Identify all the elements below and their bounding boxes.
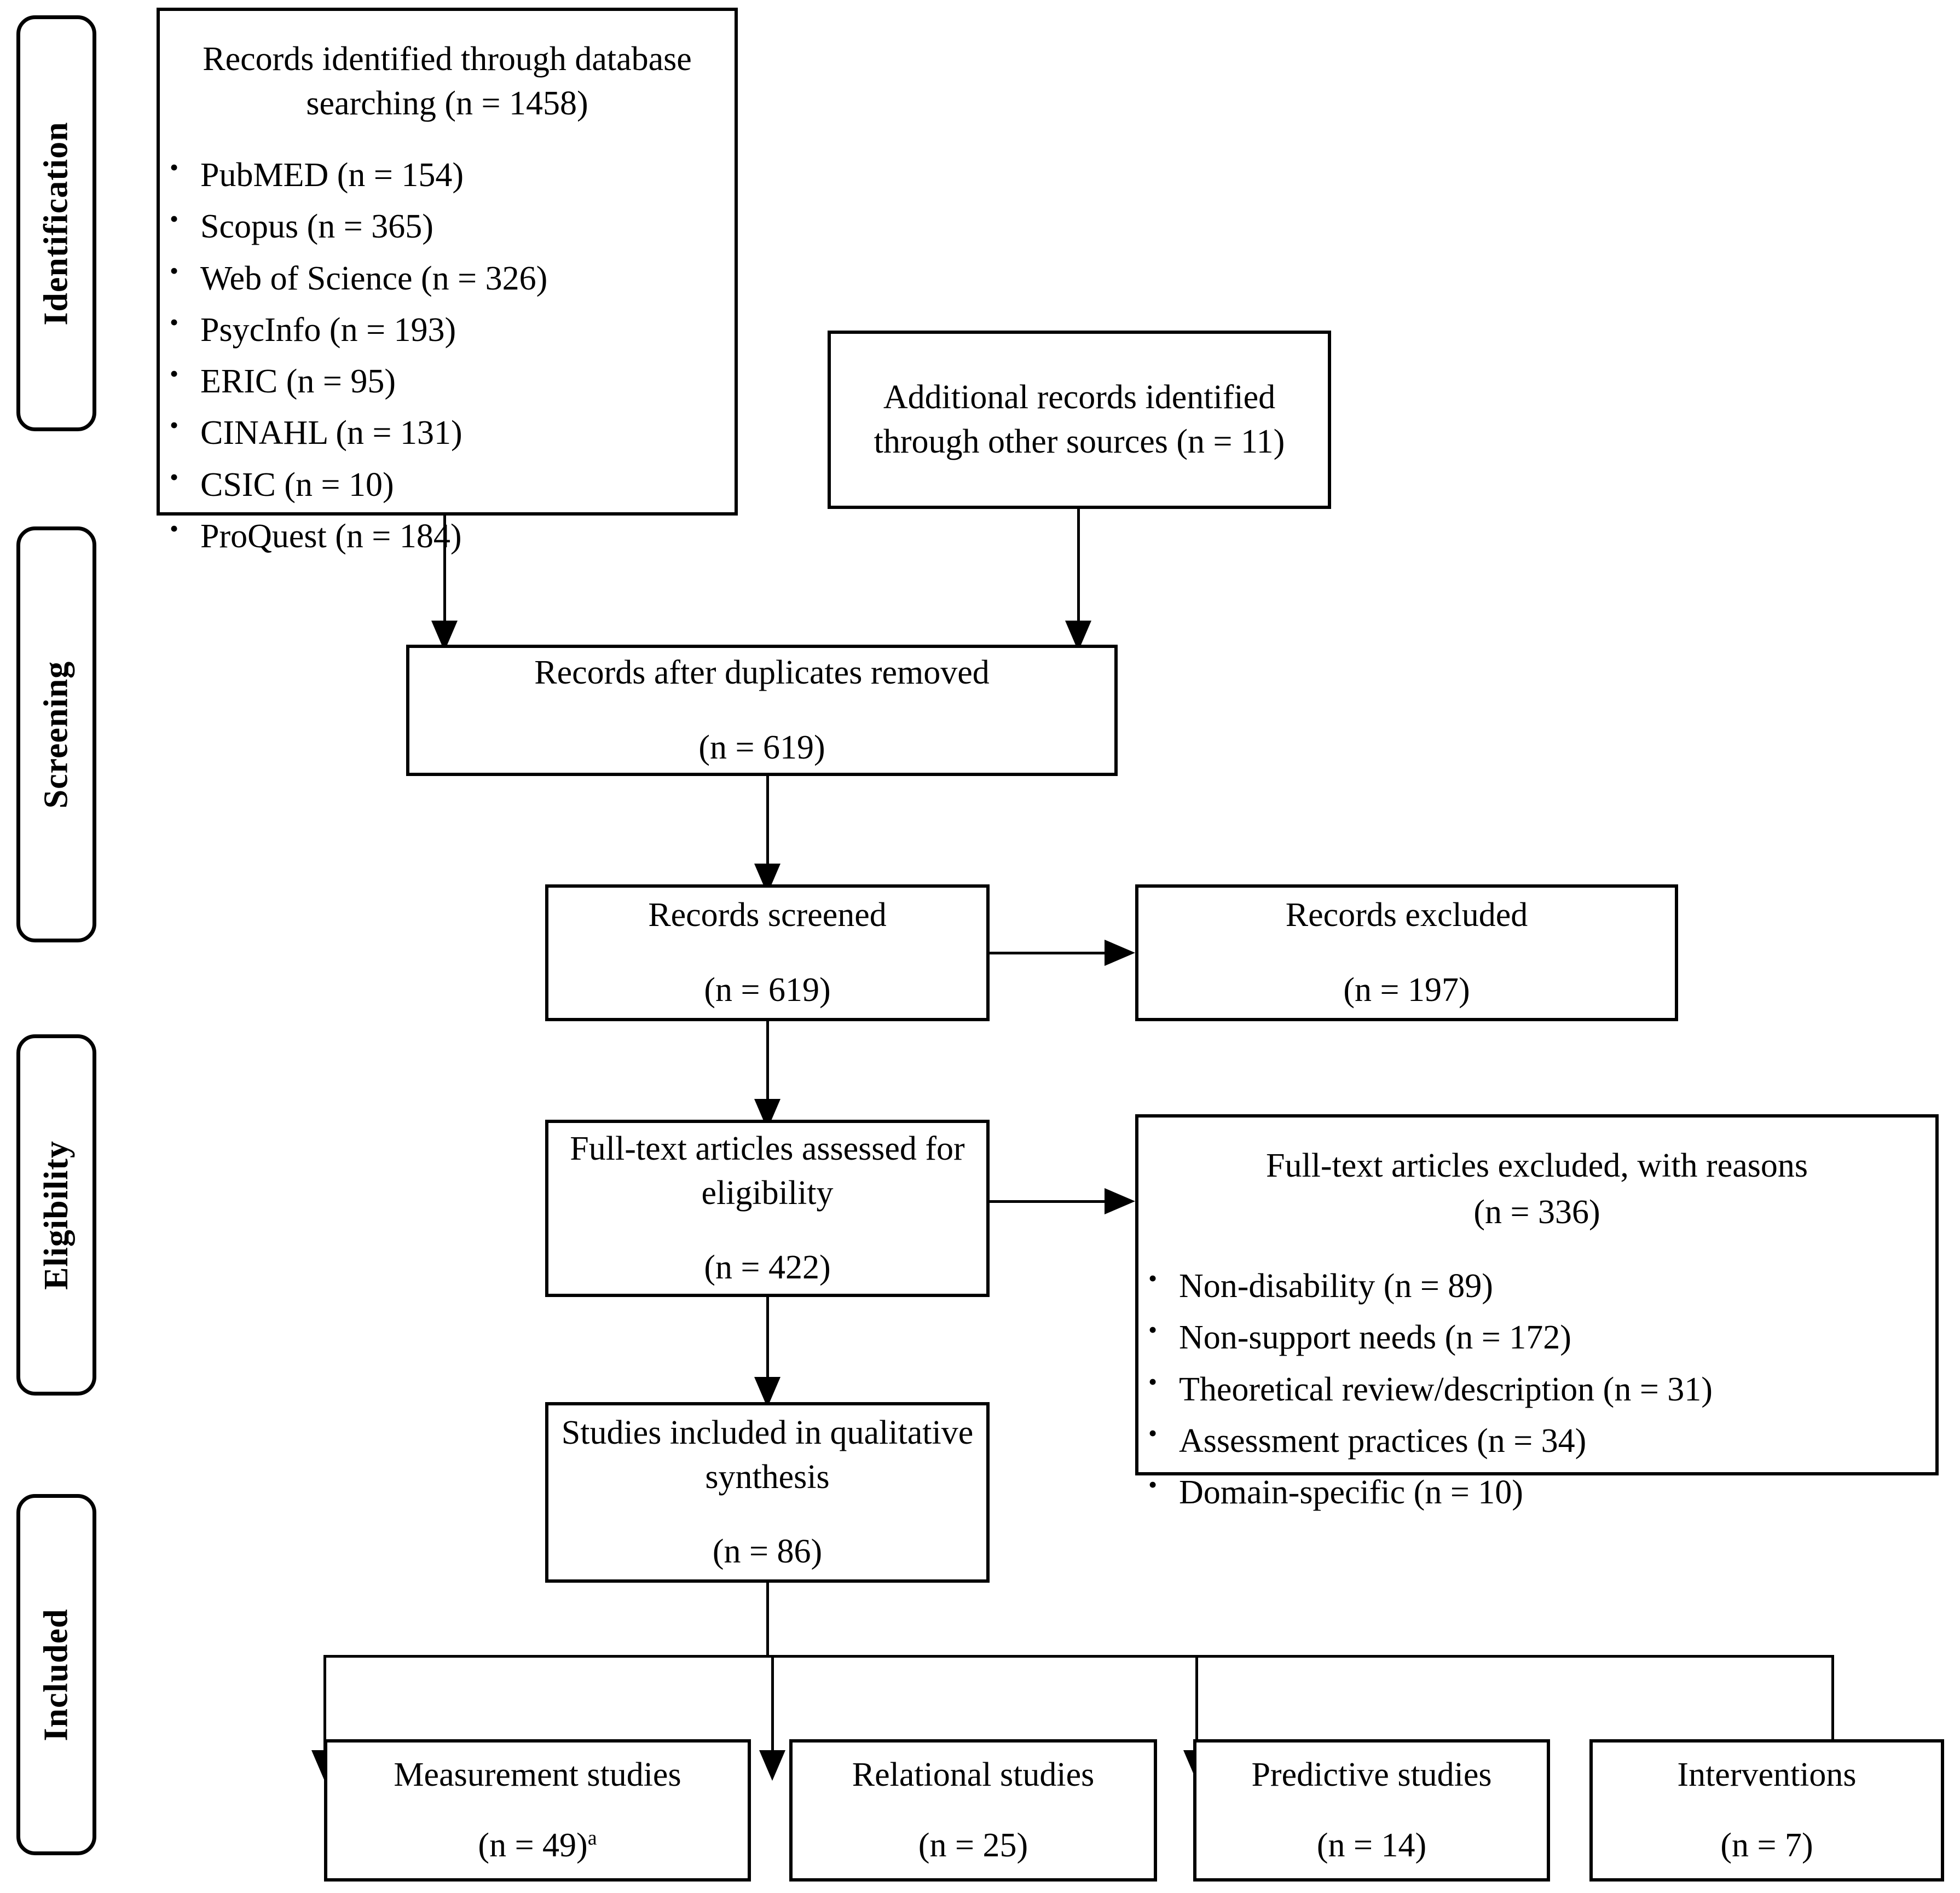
list-item: Theoretical review/description (n = 31) [1138, 1363, 1935, 1415]
list-item: Web of Science (n = 326) [160, 252, 735, 304]
list-item: Assessment practices (n = 34) [1138, 1414, 1935, 1467]
box-records-identified-database: Records identified through database sear… [157, 8, 738, 555]
list-item: ERIC (n = 95) [160, 355, 735, 407]
connector-included-trunk [766, 1583, 769, 1656]
stage-label-identification: Identification [37, 121, 75, 326]
stage-label-eligibility: Eligibility [37, 1140, 75, 1290]
box-count-interventions: (n = 7) [1720, 1827, 1813, 1864]
connector-fulltext-to-included [766, 1297, 769, 1381]
box-additional-records-other-sources: Additional records identified through ot… [828, 331, 1331, 509]
box-fulltext-assessed: Full-text articles assessed for eligibil… [545, 1120, 990, 1297]
arrowhead-fulltext-to-excluded [1105, 1188, 1135, 1214]
box-fulltext-excluded-reasons: Full-text articles excluded, with reason… [1135, 1114, 1939, 1511]
stage-label-screening: Screening [37, 661, 75, 808]
measurement-count-value: (n = 49) [478, 1827, 588, 1864]
list-item: Non-support needs (n = 172) [1138, 1311, 1935, 1363]
connector-branch-measurement [323, 1655, 326, 1755]
connector-fulltext-to-excluded [990, 1200, 1108, 1203]
connector-branch-interventions [1831, 1655, 1834, 1755]
list-item: PubMED (n = 154) [160, 148, 735, 201]
box-title-database-search: Records identified through database sear… [203, 40, 692, 122]
box-interventions: Interventions (n = 7) [1589, 1739, 1944, 1882]
stage-tab-included: Included [16, 1494, 96, 1855]
box-title-studies-included: Studies included in qualitative synthesi… [561, 1414, 974, 1496]
box-count-records-excluded: (n = 197) [1343, 971, 1470, 1009]
box-title-measurement-studies: Measurement studies [394, 1756, 681, 1794]
box-studies-included: Studies included in qualitative synthesi… [545, 1402, 990, 1583]
connector-db-to-duplicates [443, 516, 446, 625]
connector-screened-to-fulltext [766, 1021, 769, 1103]
box-records-excluded: Records excluded (n = 197) [1135, 884, 1678, 1021]
box-title-interventions: Interventions [1677, 1756, 1857, 1794]
box-count-studies-included: (n = 86) [712, 1533, 823, 1571]
measurement-footnote-marker: a [587, 1826, 597, 1850]
connector-branch-relational [771, 1655, 774, 1755]
arrowhead-screened-to-excluded [1105, 940, 1135, 966]
box-count-fulltext-assessed: (n = 422) [704, 1249, 831, 1287]
stage-tab-screening: Screening [16, 526, 96, 942]
box-title-other-sources: Additional records identified through ot… [874, 379, 1285, 460]
box-count-relational-studies: (n = 25) [918, 1827, 1028, 1864]
box-count-fulltext-excluded: (n = 336) [1473, 1193, 1600, 1231]
list-item: Domain-specific (n = 10) [1138, 1466, 1935, 1518]
connector-duplicates-to-screened [766, 776, 769, 868]
list-item: ProQuest (n = 184) [160, 510, 735, 562]
list-item: Scopus (n = 365) [160, 200, 735, 252]
box-title-relational-studies: Relational studies [852, 1756, 1095, 1794]
connector-other-to-duplicates [1077, 509, 1080, 625]
box-count-records-screened: (n = 619) [704, 971, 831, 1009]
box-count-duplicates-removed: (n = 619) [698, 729, 825, 766]
box-title-duplicates-removed: Records after duplicates removed [534, 654, 990, 692]
arrowhead-branch-relational [759, 1750, 785, 1781]
connector-branch-predictive [1195, 1655, 1198, 1755]
stage-tab-eligibility: Eligibility [16, 1034, 96, 1396]
box-title-predictive-studies: Predictive studies [1251, 1756, 1492, 1794]
box-title-records-screened: Records screened [648, 896, 887, 934]
box-count-predictive-studies: (n = 14) [1316, 1827, 1427, 1864]
box-records-after-duplicates: Records after duplicates removed (n = 61… [406, 645, 1118, 776]
list-item: CINAHL (n = 131) [160, 406, 735, 459]
box-relational-studies: Relational studies (n = 25) [789, 1739, 1157, 1882]
list-item: PsycInfo (n = 193) [160, 303, 735, 356]
box-count-measurement-studies: (n = 49)a [327, 1823, 748, 1868]
connector-included-spine [323, 1655, 1834, 1658]
box-records-screened: Records screened (n = 619) [545, 884, 990, 1021]
stage-label-included: Included [37, 1608, 75, 1741]
box-measurement-studies: Measurement studies (n = 49)a [324, 1739, 751, 1882]
stage-tab-identification: Identification [16, 15, 96, 431]
list-item: Non-disability (n = 89) [1138, 1259, 1935, 1312]
box-predictive-studies: Predictive studies (n = 14) [1193, 1739, 1550, 1882]
box-title-fulltext-assessed: Full-text articles assessed for eligibil… [570, 1130, 965, 1212]
box-title-fulltext-excluded: Full-text articles excluded, with reason… [1265, 1147, 1808, 1184]
exclusion-reason-list: Non-disability (n = 89) Non-support need… [1138, 1259, 1935, 1518]
database-source-list: PubMED (n = 154) Scopus (n = 365) Web of… [160, 148, 735, 562]
list-item: CSIC (n = 10) [160, 458, 735, 511]
box-title-records-excluded: Records excluded [1285, 896, 1528, 934]
connector-screened-to-excluded [990, 952, 1108, 954]
